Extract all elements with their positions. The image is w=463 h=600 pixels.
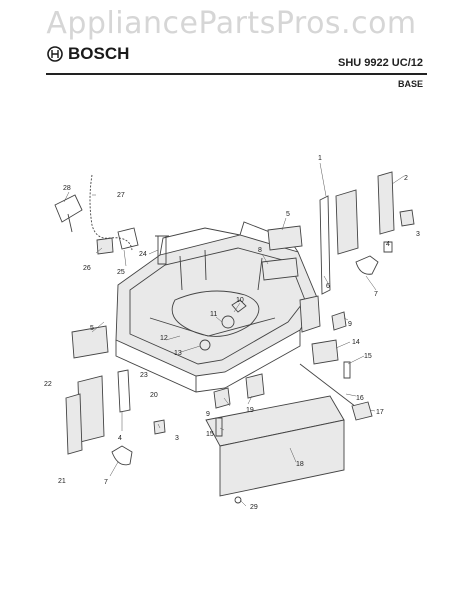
callout-6: 6 — [326, 283, 330, 290]
callout-17: 17 — [376, 409, 384, 416]
callout-13: 13 — [174, 350, 182, 357]
callout-3-left: 3 — [175, 435, 179, 442]
callout-7: 7 — [374, 291, 378, 298]
callout-26: 26 — [83, 265, 91, 272]
callout-15: 15 — [364, 353, 372, 360]
callout-28: 28 — [63, 185, 71, 192]
model-number: SHU 9922 UC/12 — [338, 57, 423, 69]
callout-5: 5 — [286, 211, 290, 218]
bolt-24 — [155, 235, 169, 265]
callout-7-left: 7 — [104, 479, 108, 486]
brand-name: BOSCH — [68, 44, 130, 63]
bosch-logo-icon — [47, 46, 63, 62]
callout-24: 24 — [139, 251, 147, 258]
callout-10: 10 — [236, 297, 244, 304]
callout-9-left: 9 — [206, 411, 210, 418]
callout-5-left: 5 — [90, 325, 94, 332]
callout-9: 9 — [348, 321, 352, 328]
callout-16: 16 — [356, 395, 364, 402]
callout-4-left: 4 — [118, 435, 122, 442]
brand: BOSCH — [47, 44, 129, 64]
kick-panel — [205, 395, 345, 504]
header-rule — [46, 73, 427, 75]
callout-3: 3 — [416, 231, 420, 238]
callout-12: 12 — [160, 335, 168, 342]
watermark: AppliancePartsPros.com — [46, 6, 417, 41]
drain-hose — [89, 174, 139, 251]
callout-22: 22 — [44, 381, 52, 388]
callout-25: 25 — [117, 269, 125, 276]
callout-18: 18 — [296, 461, 304, 468]
callout-29: 29 — [250, 504, 258, 511]
callout-19: 19 — [246, 407, 254, 414]
section-title: BASE — [397, 79, 423, 89]
callout-14: 14 — [352, 339, 360, 346]
callout-20: 20 — [150, 392, 158, 399]
callout-21: 21 — [58, 478, 66, 485]
callout-1: 1 — [318, 155, 322, 162]
leader-lines — [63, 162, 405, 507]
callout-27: 27 — [117, 192, 125, 199]
callout-8: 8 — [258, 247, 262, 254]
callout-23: 23 — [140, 372, 148, 379]
right-bracket-assembly — [261, 171, 415, 421]
callout-2: 2 — [404, 175, 408, 182]
bracket-26 — [96, 237, 114, 255]
callouts: 1 2 3 4 5 6 7 8 9 10 11 12 13 14 15 16 1… — [44, 155, 420, 511]
callout-11: 11 — [210, 311, 217, 318]
hose-clamp — [54, 194, 83, 233]
callout-4: 4 — [386, 241, 390, 248]
callout-15-left: 15 — [206, 431, 214, 438]
